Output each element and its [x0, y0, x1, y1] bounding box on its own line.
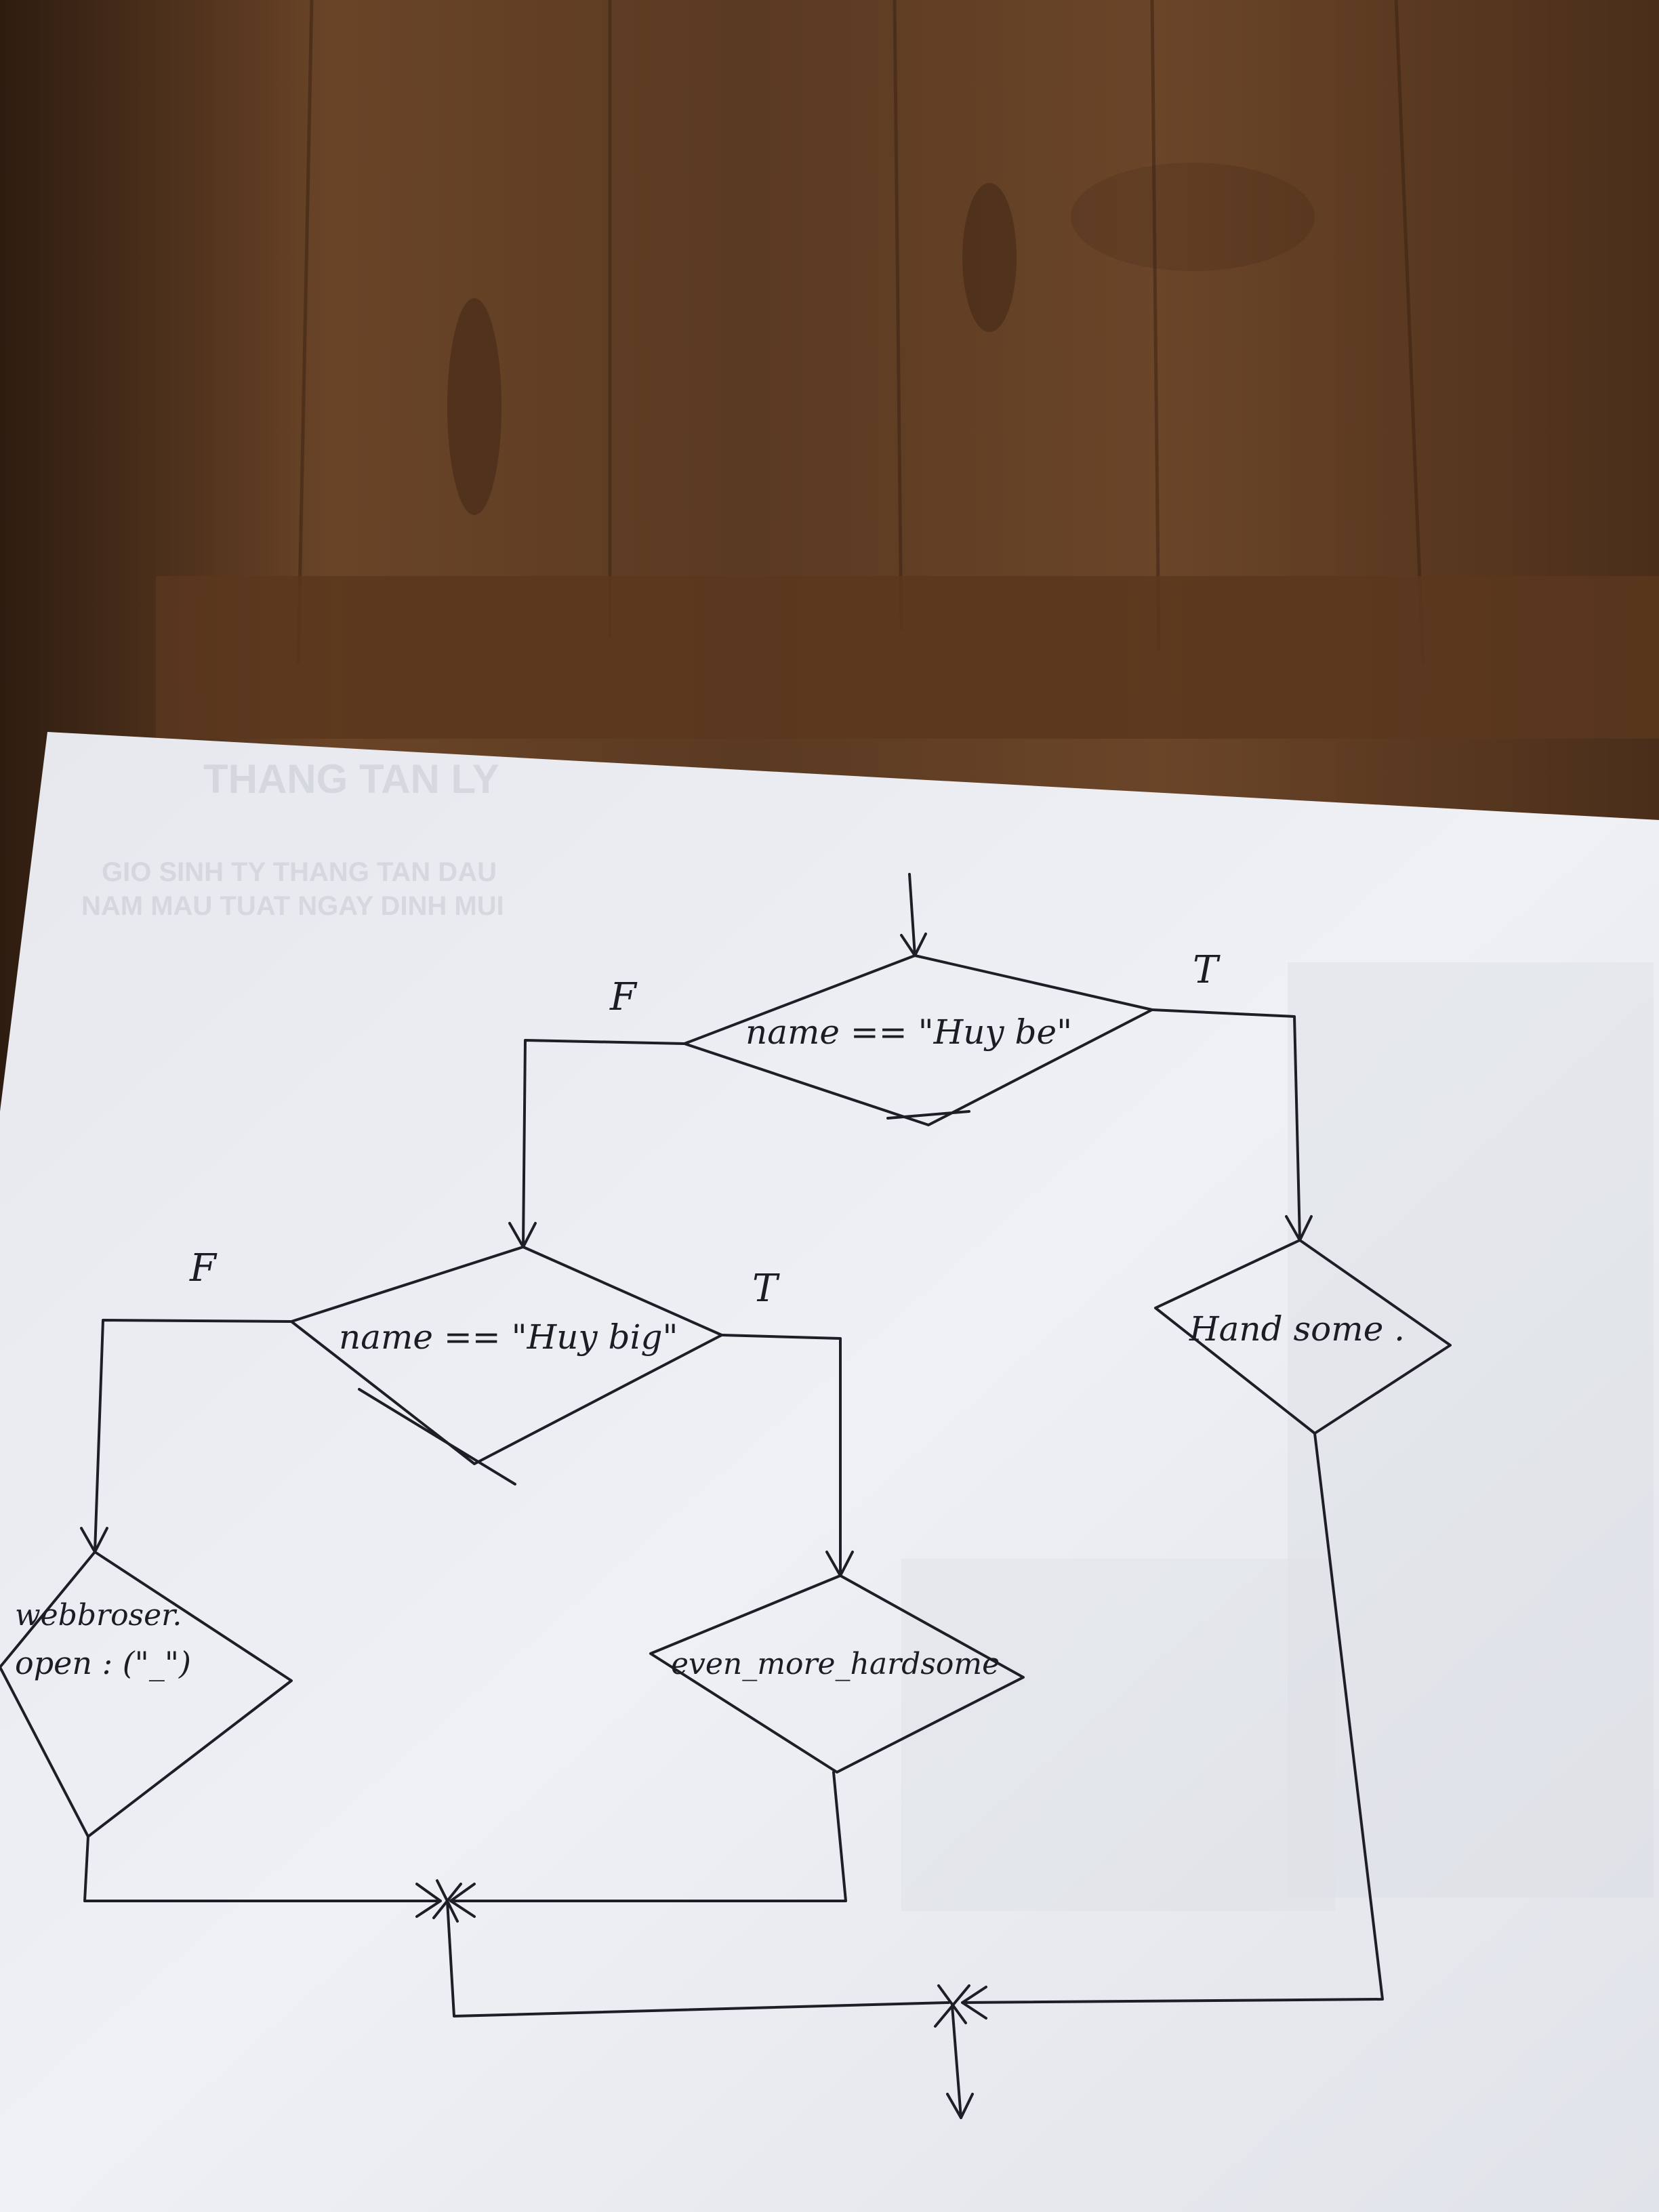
decision-1-diamond [683, 954, 1153, 1126]
svg-text:THANG TAN LY: THANG TAN LY [203, 756, 499, 802]
wood-grain [296, 0, 1425, 665]
decision-1-false-label: F [609, 975, 638, 1019]
right-return-line [961, 1432, 1384, 2020]
decision-2-diamond [290, 1246, 723, 1486]
output-right-text: Hand some . [1189, 1309, 1405, 1349]
merge-left-line [83, 1835, 442, 1918]
output-middle-diamond [649, 1574, 1025, 1774]
wood-ledge [156, 576, 1659, 739]
decision-1-true-label: T [1193, 948, 1221, 992]
output-middle-text: even_more_hardsome [671, 1647, 1000, 1681]
decision-1-text: name == "Huy be" [745, 1012, 1072, 1052]
svg-text:NAM MAU TUAT NGAY DINH MUI: NAM MAU TUAT NGAY DINH MUI [81, 891, 504, 921]
merge-middle-line [449, 1771, 847, 1918]
decision-2-text: name == "Huy big" [339, 1317, 678, 1357]
output-left-text-line1: webbroser. [15, 1598, 182, 1633]
flowchart: name == "Huy be" T F Hand some . name ==… [0, 873, 1452, 2119]
output-left-text-line2: open : ("_") [15, 1645, 191, 1681]
decision-2-true-label: T [752, 1267, 780, 1311]
wood-knots [447, 163, 1315, 515]
merge-down-line [446, 1900, 950, 2018]
exit-arrow [946, 2005, 974, 2119]
decision-2-false-label: F [189, 1246, 218, 1290]
paper-sheet [0, 732, 1659, 2212]
bleed-through-print: THANG TAN LY GIO SINH TY THANG TAN DAU N… [81, 756, 1654, 1911]
svg-text:GIO SINH TY THANG TAN DAU: GIO SINH TY THANG TAN DAU [102, 857, 497, 887]
